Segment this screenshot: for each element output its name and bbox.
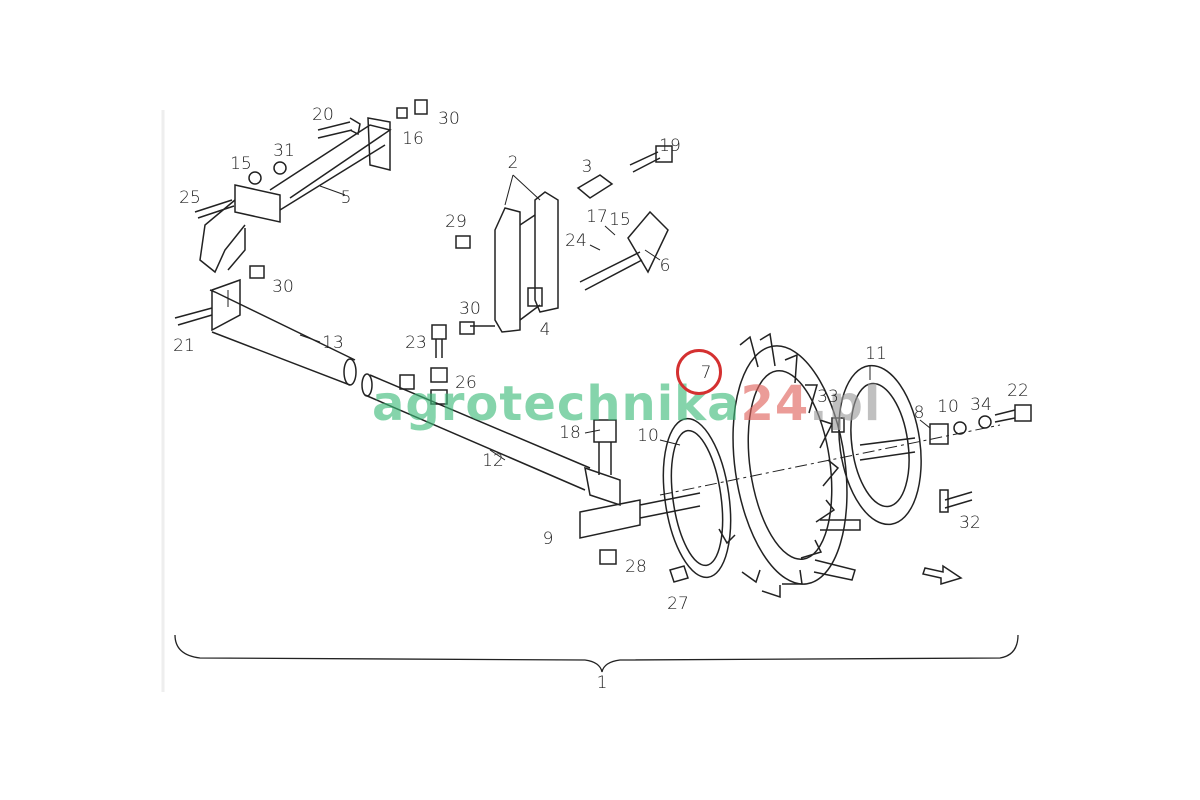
- part-label: 30: [459, 299, 481, 319]
- part-label: 28: [625, 557, 647, 577]
- part-label: 13: [322, 333, 344, 353]
- part-label: 20: [312, 105, 334, 125]
- part-label: 31: [273, 141, 295, 161]
- wheel-spikes: [718, 332, 861, 599]
- watermark-number: 24: [740, 376, 810, 432]
- part-label: 21: [173, 336, 195, 356]
- watermark-text: agrotechnika: [372, 376, 741, 432]
- part-label: 32: [959, 513, 981, 533]
- part-label: 5: [340, 188, 352, 208]
- part-label: 2: [507, 153, 519, 173]
- part-label: 25: [179, 188, 201, 208]
- part-label: 17: [586, 207, 608, 227]
- part-label: 23: [405, 333, 427, 353]
- part-label: 19: [659, 136, 681, 156]
- part-label: 33: [817, 387, 839, 407]
- part-label: 10: [937, 397, 959, 417]
- part-label: 34: [970, 395, 992, 415]
- part-label-highlighted: 7: [700, 363, 712, 383]
- part-label: 15: [230, 154, 252, 174]
- part-label: 24: [565, 231, 587, 251]
- part-label: 12: [482, 451, 504, 471]
- part-label: 18: [559, 423, 581, 443]
- bracket-frame: [199, 117, 392, 274]
- part-label: 30: [272, 277, 294, 297]
- part-label: 10: [637, 426, 659, 446]
- highlight-circle: [676, 349, 722, 395]
- part-label: 22: [1007, 381, 1029, 401]
- part-label: 6: [659, 256, 671, 276]
- part-label: 27: [667, 594, 689, 614]
- assembly-label: 1: [596, 673, 608, 693]
- part-label: 3: [581, 157, 593, 177]
- part-label: 26: [455, 373, 477, 393]
- part-label: 29: [445, 212, 467, 232]
- part-label: 8: [913, 403, 925, 423]
- part-label: 30: [438, 109, 460, 129]
- part-label: 15: [609, 210, 631, 230]
- part-label: 9: [542, 529, 554, 549]
- watermark: agrotechnika24.pl: [372, 376, 881, 432]
- part-label: 11: [865, 344, 887, 364]
- part-label: 16: [402, 129, 424, 149]
- watermark-domain: .pl: [809, 376, 882, 432]
- part-label: 4: [539, 320, 551, 340]
